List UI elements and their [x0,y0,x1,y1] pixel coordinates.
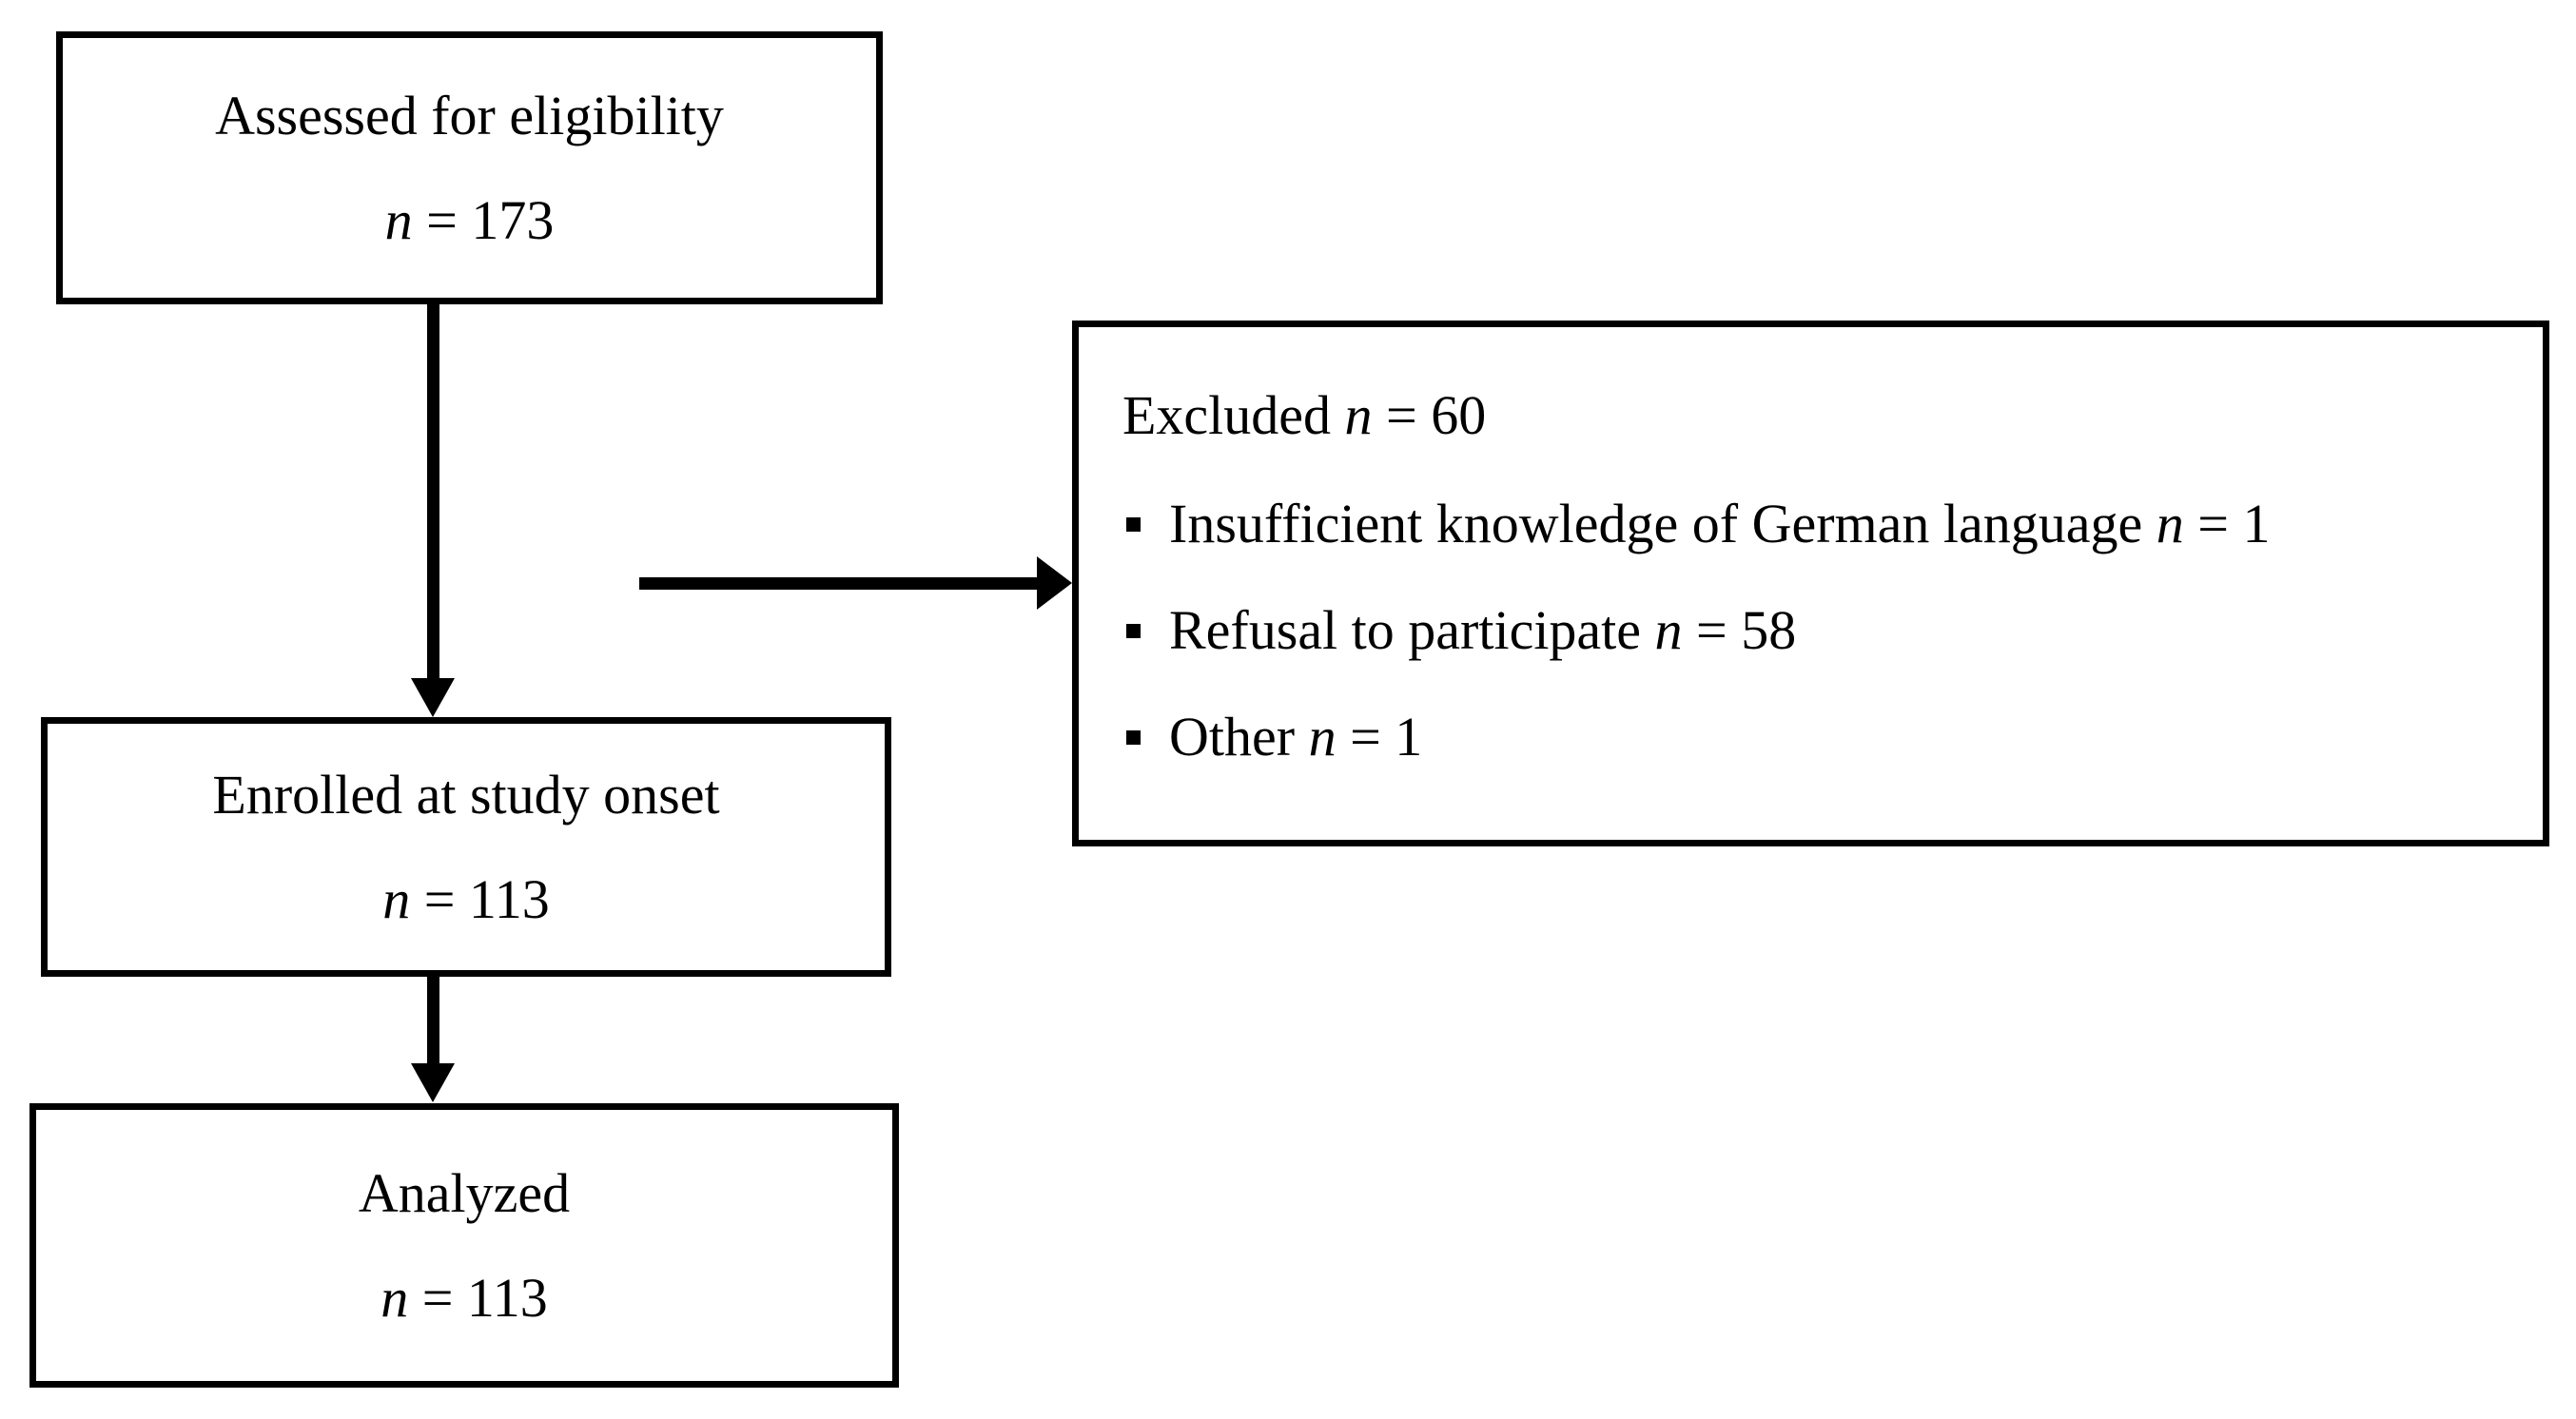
down-arrowhead-icon [411,678,455,717]
excluded-item-prefix: Insufficient knowledge of German languag… [1169,493,2156,554]
excluded-title-prefix: Excluded [1122,384,1345,446]
excluded-item-n-symbol: n [1654,599,1683,661]
right-arrowhead-icon [1037,556,1072,610]
excluded-item-rest: = 1 [2183,493,2271,554]
right-arrow-connector-excluded [639,577,1039,590]
enrolled-n-value: n = 113 [382,871,550,927]
analyzed-label: Analyzed [358,1161,571,1224]
assessed-label: Assessed for eligibility [215,84,724,146]
excluded-item-n-symbol: n [2156,493,2184,554]
excluded-item-text: Other n = 1 [1169,710,1422,765]
excluded-title: Excluded n = 60 [1122,388,2505,443]
excluded-item-prefix: Refusal to participate [1169,599,1655,661]
assessed-n-rest: = 173 [412,188,555,251]
analyzed-n-symbol: n [381,1266,409,1329]
assessed-n-value: n = 173 [385,192,555,248]
square-bullet-icon [1126,517,1141,532]
excluded-item-other: Other n = 1 [1122,710,2505,765]
analyzed-n-value: n = 113 [381,1270,548,1326]
excluded-item-language: Insufficient knowledge of German languag… [1122,496,2505,552]
flow-box-enrolled: Enrolled at study onset n = 113 [41,717,891,977]
excluded-item-rest: = 1 [1336,706,1423,768]
flow-box-excluded: Excluded n = 60 Insufficient knowledge o… [1072,321,2549,846]
excluded-item-refusal: Refusal to participate n = 58 [1122,603,2505,658]
flow-box-analyzed: Analyzed n = 113 [29,1103,899,1388]
analyzed-n-rest: = 113 [408,1266,548,1329]
down-arrow-connector-assessed-enrolled [427,304,439,681]
down-arrow-connector-enrolled-analyzed [427,977,439,1064]
excluded-item-text: Insufficient knowledge of German languag… [1169,496,2270,552]
excluded-n-symbol: n [1344,384,1373,446]
assessed-n-symbol: n [384,188,413,251]
flow-box-assessed: Assessed for eligibility n = 173 [56,31,883,304]
excluded-title-rest: = 60 [1372,384,1487,446]
excluded-item-n-symbol: n [1308,706,1337,768]
enrolled-n-symbol: n [382,867,411,930]
square-bullet-icon [1126,730,1141,745]
square-bullet-icon [1126,624,1141,638]
enrolled-n-rest: = 113 [410,867,550,930]
enrolled-label: Enrolled at study onset [212,763,720,826]
down-arrowhead-icon [411,1063,455,1102]
excluded-item-prefix: Other [1169,706,1309,768]
excluded-item-text: Refusal to participate n = 58 [1169,603,1796,658]
excluded-item-rest: = 58 [1682,599,1797,661]
